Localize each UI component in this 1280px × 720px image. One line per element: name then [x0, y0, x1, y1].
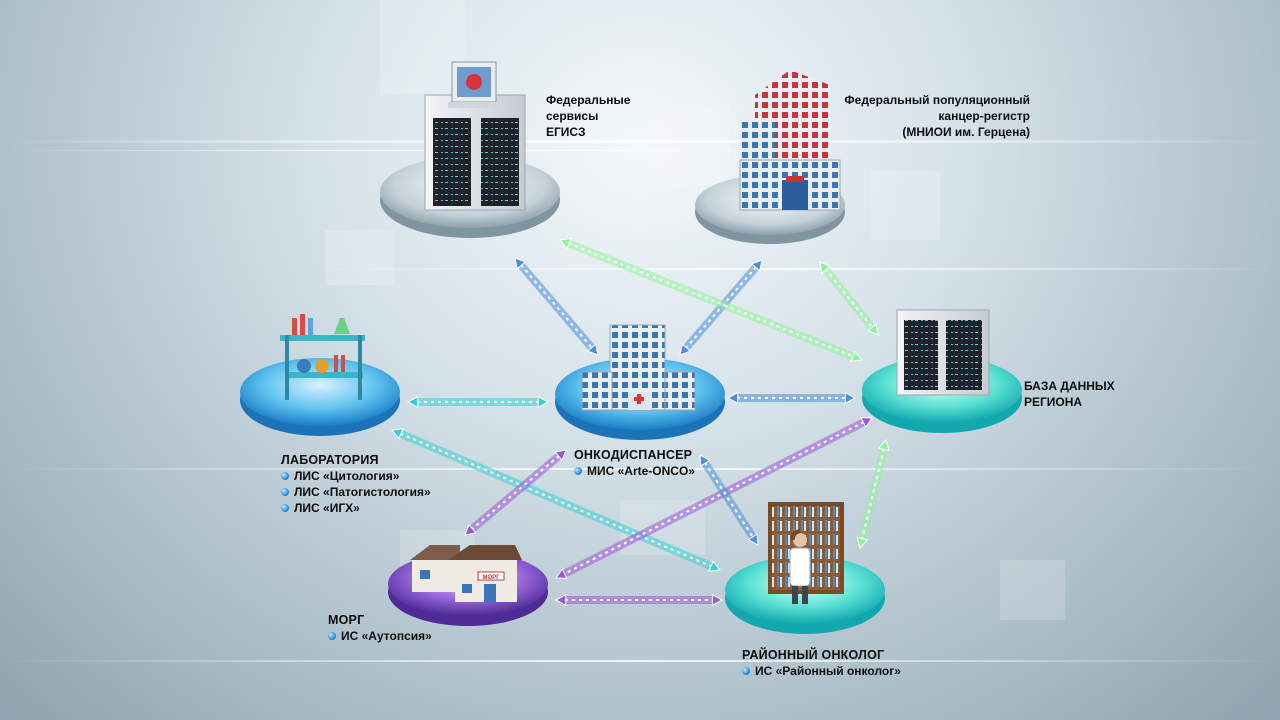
arrow-egisz-oncodispensary	[514, 257, 599, 356]
district-oncologist-node	[725, 502, 885, 634]
morgue-building-icon: МОРГ	[410, 545, 522, 602]
arrow-registry-regiondb	[819, 261, 879, 336]
laboratory-node	[240, 314, 400, 436]
arrow-oncodispensary-regiondb	[726, 391, 857, 405]
egisz-label: Федеральные сервисы ЕГИСЗ	[546, 93, 631, 139]
arrow-egisz-regiondb	[559, 238, 863, 362]
bullet-icon	[574, 467, 582, 475]
region-db-node	[862, 309, 1022, 433]
district-oncologist-label: РАЙОННЫЙ ОНКОЛОГ ИС «Районный онколог»	[742, 647, 901, 679]
oncodispensary-node	[555, 324, 725, 440]
arrow-lab-district	[391, 428, 721, 572]
arrow-oncodispensary-morgue	[464, 449, 567, 536]
server-icon	[424, 61, 526, 211]
connection-arrows	[391, 238, 890, 607]
morgue-title: МОРГ	[328, 613, 365, 627]
district-oncologist-item: ИС «Районный онколог»	[742, 663, 901, 679]
laboratory-item-text: ЛИС «Цитология»	[294, 469, 400, 483]
cancer-registry-label: Федеральный популяционный канцер-регистр…	[844, 93, 1030, 139]
arrow-morgue-district	[554, 593, 724, 607]
oncodispensary-label: ОНКОДИСПАНСЕР МИС «Arte-ONCO»	[574, 447, 695, 479]
oncodispensary-item-text: МИС «Arte-ONCO»	[587, 464, 695, 478]
institute-building-icon	[739, 70, 841, 211]
oncodispensary-item: МИС «Arte-ONCO»	[574, 463, 695, 479]
database-server-icon	[896, 309, 990, 396]
laboratory-item: ЛИС «Цитология»	[281, 468, 431, 484]
egisz-node	[380, 61, 560, 238]
coat-of-arms-icon	[466, 74, 482, 90]
oncodispensary-title: ОНКОДИСПАНСЕР	[574, 448, 693, 462]
cancer-registry-node	[695, 70, 845, 244]
hospital-building-icon	[581, 324, 696, 411]
morgue-sign: МОРГ	[482, 575, 500, 581]
morgue-item-text: ИС «Аутопсия»	[341, 629, 432, 643]
morgue-label: МОРГ ИС «Аутопсия»	[328, 612, 432, 644]
arrow-regiondb-morgue	[555, 417, 873, 579]
laboratory-label: ЛАБОРАТОРИЯ ЛИС «Цитология» ЛИС «Патогис…	[281, 452, 431, 516]
arrow-regiondb-district	[856, 438, 890, 550]
laboratory-item-text: ЛИС «ИГХ»	[294, 501, 360, 515]
region-db-label: БАЗА ДАННЫХ РЕГИОНА	[1024, 379, 1115, 409]
laboratory-item: ЛИС «ИГХ»	[281, 500, 431, 516]
bullet-icon	[281, 472, 289, 480]
bullet-icon	[328, 632, 336, 640]
bullet-icon	[281, 504, 289, 512]
morgue-node: МОРГ	[388, 545, 548, 626]
district-oncologist-title: РАЙОННЫЙ ОНКОЛОГ	[742, 648, 885, 662]
arrow-lab-oncodispensary	[406, 395, 550, 409]
bullet-icon	[281, 488, 289, 496]
morgue-item: ИС «Аутопсия»	[328, 628, 432, 644]
doctor-icon	[789, 529, 811, 604]
laboratory-item-text: ЛИС «Патогистология»	[294, 485, 431, 499]
district-oncologist-item-text: ИС «Районный онколог»	[755, 664, 901, 678]
laboratory-item: ЛИС «Патогистология»	[281, 484, 431, 500]
lab-equipment-icon	[280, 314, 365, 400]
bullet-icon	[742, 667, 750, 675]
arrow-oncodispensary-district	[699, 454, 759, 546]
laboratory-title: ЛАБОРАТОРИЯ	[281, 453, 379, 467]
